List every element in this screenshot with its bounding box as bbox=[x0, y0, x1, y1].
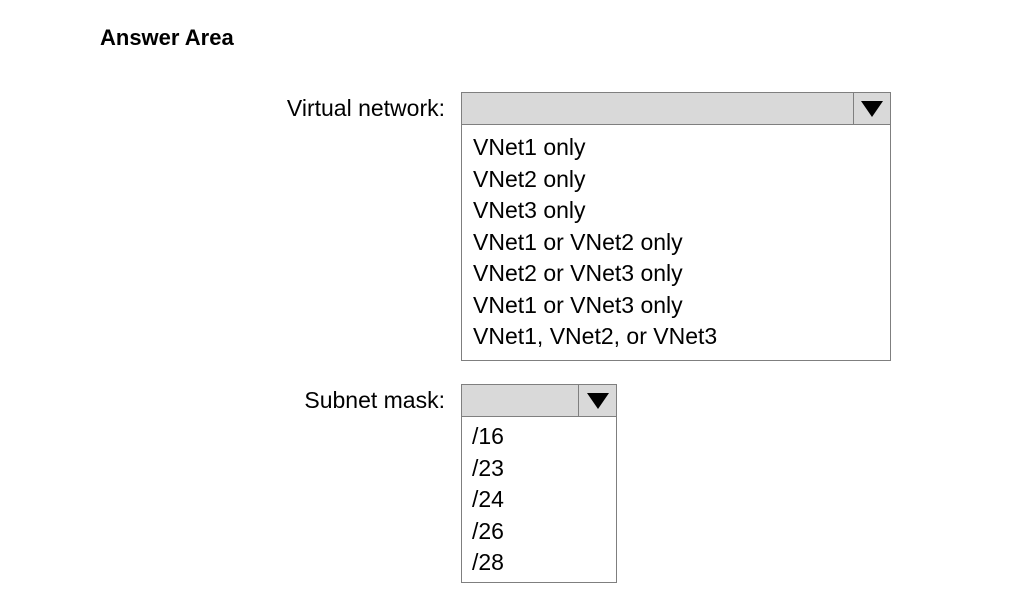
virtual-network-option[interactable]: VNet2 only bbox=[473, 165, 586, 192]
subnet-mask-option[interactable]: /24 bbox=[472, 486, 504, 512]
answer-area-title: Answer Area bbox=[100, 25, 234, 50]
triangle-down-icon bbox=[861, 100, 883, 117]
subnet-mask-dropdown[interactable] bbox=[461, 384, 617, 417]
subnet-mask-option[interactable]: /26 bbox=[472, 517, 504, 544]
virtual-network-option[interactable]: VNet1 or VNet2 only bbox=[473, 228, 683, 255]
dropdown-arrow-button[interactable] bbox=[578, 385, 616, 416]
virtual-network-label: Virtual network: bbox=[286, 95, 445, 121]
subnet-mask-option[interactable]: /23 bbox=[472, 454, 504, 481]
triangle-down-icon bbox=[586, 392, 609, 409]
virtual-network-dropdown[interactable] bbox=[461, 92, 891, 125]
subnet-mask-label: Subnet mask: bbox=[304, 387, 445, 413]
virtual-network-option[interactable]: VNet1 or VNet3 only bbox=[473, 291, 683, 318]
subnet-mask-option[interactable]: /16 bbox=[472, 423, 504, 449]
virtual-network-option[interactable]: VNet3 only bbox=[473, 197, 586, 223]
virtual-network-option[interactable]: VNet1 only bbox=[473, 134, 586, 160]
virtual-network-option[interactable]: VNet2 or VNet3 only bbox=[473, 260, 683, 286]
subnet-mask-options: /16 /23 /24 /26 /28 bbox=[461, 417, 617, 583]
subnet-mask-option[interactable]: /28 bbox=[472, 549, 504, 575]
dropdown-arrow-button[interactable] bbox=[853, 93, 890, 124]
virtual-network-options: VNet1 only VNet2 only VNet3 only VNet1 o… bbox=[461, 125, 891, 361]
virtual-network-option[interactable]: VNet1, VNet2, or VNet3 bbox=[473, 323, 718, 349]
